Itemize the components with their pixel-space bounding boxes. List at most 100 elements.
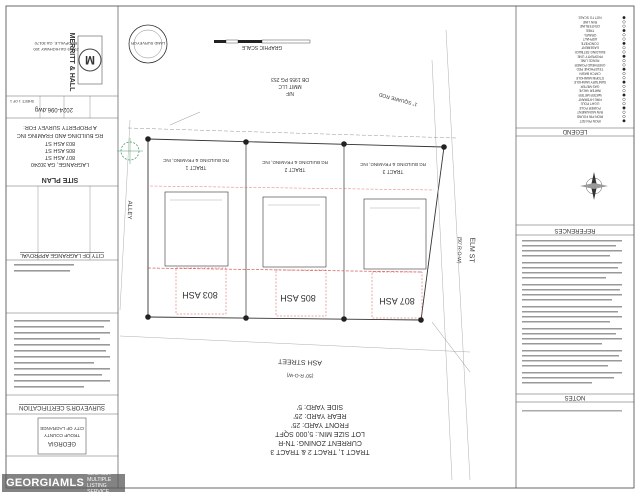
svg-text:CURRENT ZONING: TN-R: CURRENT ZONING: TN-R (278, 439, 362, 446)
legend-symbol-icon (622, 71, 626, 75)
graphic-scale: GRAPHIC SCALE (214, 39, 311, 50)
lot-label-807: 807 ASH (379, 296, 415, 306)
svg-text:FRONT YARD: 25': FRONT YARD: 25' (291, 421, 349, 428)
legend-symbol-icon (622, 80, 626, 84)
svg-text:M: M (85, 53, 95, 67)
watermark-main: GEORGIAMLS (6, 477, 85, 489)
title-block: M MERRITT & HALL 27819 GA HIGHWAY 100 RO… (6, 6, 119, 488)
green-stamp-icon (117, 138, 143, 164)
elm-street-row: (50' R-O-W) (456, 237, 463, 264)
legend-symbol-icon (622, 119, 626, 123)
legend-symbol-icon (622, 84, 626, 88)
surveyor-seal: LAND SURVEYOR (128, 24, 168, 64)
legend-item-label: NOT TO SCALE (578, 16, 601, 20)
city-line: LAGRANGE, GA 30240 (31, 161, 89, 167)
ash-street-row: (50' R-O-W) (286, 372, 313, 379)
zoning-block: TRACT 1, TRACT 2 & TRACT 3 CURRENT ZONIN… (270, 403, 369, 455)
legend-symbol-icon (622, 110, 626, 114)
firm-address: 27819 GA HIGHWAY 100 (33, 47, 79, 52)
legend-item-label: CENTERLINE (580, 24, 600, 28)
legend-item-label: OVERHEAD POWER (574, 63, 606, 67)
legend-heading: LEGEND (562, 128, 587, 134)
legend-symbol-icon (622, 106, 626, 110)
legend-symbol-icon (622, 67, 626, 71)
legend-symbol-icon (622, 89, 626, 93)
firm-logo: M (77, 35, 103, 85)
references-text (522, 240, 622, 384)
legend-symbol-icon (622, 76, 626, 80)
legend-item-label: CONCRETE (581, 41, 599, 45)
legend-symbol-icon (622, 50, 626, 54)
tract-2-label: TRACT 2 (284, 166, 305, 172)
north-arrow-icon (580, 172, 608, 200)
elm-street-label: ELM ST (468, 237, 476, 263)
notes-text (522, 410, 622, 412)
references-heading: REFERENCES (554, 227, 595, 233)
mls-watermark: GEORGIAMLS GEORGIA MULTIPLE LISTING SERV… (2, 471, 126, 495)
square-rod-note: 1" SQUARE ROD (378, 91, 418, 107)
notes-heading: NOTES (565, 394, 586, 400)
legend-symbol-icon (622, 29, 626, 33)
survey-for-label: A PROPERTY SURVEY FOR: (23, 124, 97, 130)
location-box: GEORGIA TROUP COUNTY CITY OF LAGRANGE (37, 417, 87, 455)
legend-item-label: IRON PIN FOUND (576, 115, 603, 119)
legend-item-label: R/W LINE (583, 20, 597, 24)
adjacent-owner-nf: N/F (286, 90, 294, 96)
legend-item-label: R/W MONUMENT (577, 110, 603, 114)
alley-label: ALLEY (126, 201, 133, 220)
tract-2-owner: RG BUILDING & FRAMING, INC (261, 160, 328, 165)
legend-item-label: IRON PIN SET (579, 119, 600, 123)
svg-text:REAR YARD: 25': REAR YARD: 25' (293, 412, 346, 419)
legend-symbol-icon (622, 33, 626, 37)
watermark-sub: GEORGIA MULTIPLE LISTING SERVICE (87, 471, 112, 495)
legend-symbol-icon (622, 102, 626, 106)
legend-item-label: STORM MANHOLE (576, 76, 604, 80)
svg-text:TROUP COUNTY: TROUP COUNTY (44, 433, 80, 438)
tract-1-owner: RG BUILDING & FRAMING, INC (162, 158, 229, 163)
legend-symbol-icon (622, 97, 626, 101)
svg-text:SIDE YARD: 5': SIDE YARD: 5' (297, 403, 343, 410)
legend-item-label: PROPERTY LINE (577, 54, 602, 58)
ash-street-label: ASH STREET (277, 357, 322, 366)
sheet-border (5, 5, 635, 489)
legend-item-label: WATER VALVE (579, 89, 601, 93)
legend-item-label: CATCH BASIN (579, 72, 601, 76)
legend-symbol-icon (622, 41, 626, 45)
address-2: 805 ASH ST (44, 147, 75, 153)
svg-text:LOT SIZE MIN.: 5,000 SQFT: LOT SIZE MIN.: 5,000 SQFT (274, 430, 364, 437)
legend-item-label: ASPHALT (583, 37, 597, 41)
legend-item-label: TELEPHONE PED (576, 67, 603, 71)
city-approval-title: CITY OF LAGRANGE APPROVAL (20, 252, 104, 258)
legend-item-label: GRAVEL (583, 33, 596, 37)
lot-label-805: 805 ASH (280, 293, 316, 303)
legend-symbol-icon (622, 114, 626, 118)
firm-name: MERRITT & HALL (68, 33, 75, 92)
legend-item-label: EASEMENT (581, 46, 599, 50)
certification-text (14, 264, 110, 388)
legend-item-label: TREE (586, 29, 595, 33)
address-1: 803 ASH ST (44, 140, 75, 146)
firm-city: ROOPVILLE, GA 30170 (34, 41, 77, 46)
legend-item-label: BUILDING SETBACK (574, 50, 606, 54)
svg-text:GEORGIA: GEORGIA (48, 440, 76, 446)
certification-title: SURVEYOR'S CERTIFICATION (19, 404, 105, 410)
lot-label-803: 803 ASH (182, 290, 218, 300)
legend-item-label: GAS METER (580, 84, 599, 88)
legend-item-label: WATER METER (578, 93, 602, 97)
tract-3-label: TRACT 3 (382, 168, 403, 174)
legend-symbol-icon (622, 20, 626, 24)
sheet-title: SITE PLAN (42, 176, 79, 183)
address-3: 807 ASH ST (44, 154, 75, 160)
legend-symbol-icon (622, 46, 626, 50)
svg-text:LAND SURVEYOR: LAND SURVEYOR (131, 41, 165, 46)
legend-symbol-icon (622, 54, 626, 58)
sheet-number: SHEET: 1 OF 1 (10, 99, 34, 103)
legend-item-label: LIGHT POLE (581, 102, 600, 106)
job-number: 2024-096.dwg (35, 106, 73, 112)
adjacent-owner-deed: DB 1955 PG 253 (271, 76, 309, 82)
legend-item-label: FENCE LINE (581, 59, 600, 63)
graphic-scale-label: GRAPHIC SCALE (241, 44, 282, 50)
